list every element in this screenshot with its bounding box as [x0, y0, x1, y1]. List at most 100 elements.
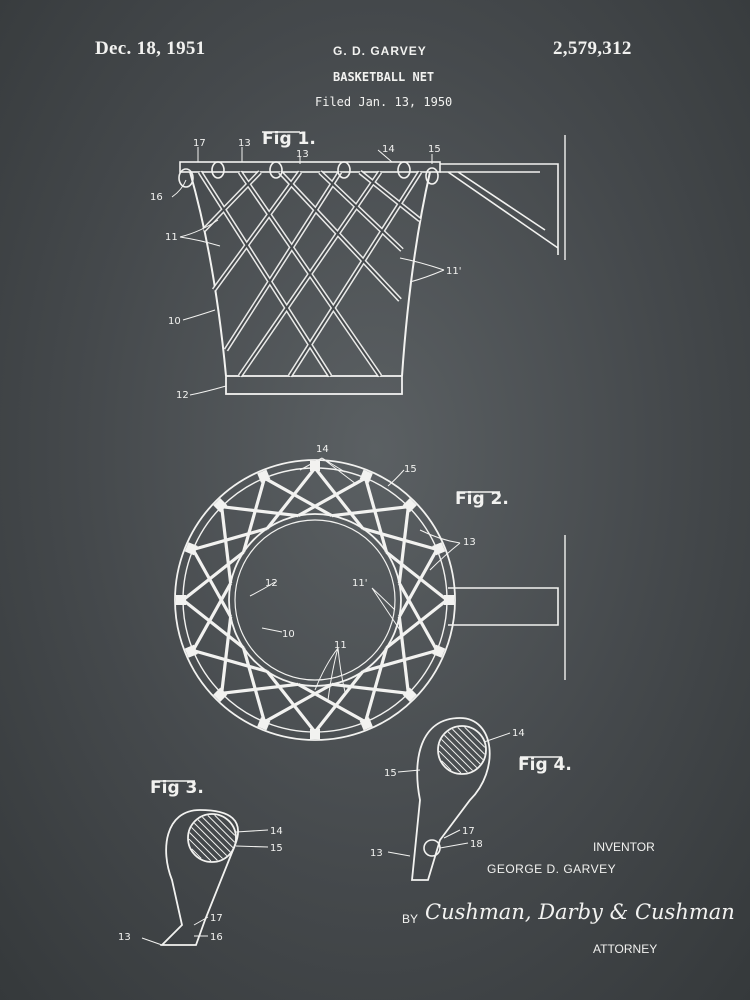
- fig2-label-10: 10: [282, 629, 295, 640]
- net-loop-knot: [257, 717, 271, 731]
- net-cord: [182, 598, 245, 650]
- section-hatch-line: [207, 815, 235, 843]
- patent-number: 2,579,312: [553, 38, 632, 59]
- section-hatch-line: [438, 750, 462, 774]
- fig4-rim-section: [437, 725, 487, 775]
- section-hatch-line: [194, 822, 228, 856]
- net-cord: [313, 467, 365, 530]
- inventor-name: GEORGE D. GARVEY: [487, 862, 617, 876]
- net-loop-knot: [213, 498, 228, 513]
- fig1-label-12: 12: [176, 390, 189, 401]
- fig1-rim: [179, 161, 441, 173]
- fig2-title: Fig 2.: [455, 489, 509, 509]
- filed-date: Filed Jan. 13, 1950: [315, 95, 453, 109]
- fig4-drawing: 14 15 17 18 13 Fig 4.: [370, 717, 572, 881]
- fig4-label-14: 14: [512, 728, 525, 739]
- net-loop-knot: [359, 717, 373, 731]
- fig1-title: Fig 1.: [262, 129, 316, 149]
- fig1-label-16: 16: [150, 192, 163, 203]
- net-cord: [192, 526, 268, 552]
- fig3-label-15: 15: [270, 843, 283, 854]
- net-cord: [397, 548, 439, 618]
- fig4-label-18: 18: [470, 839, 483, 850]
- fig1-label-14: 14: [382, 144, 395, 155]
- attorney-signature: Cushman, Darby & Cushman: [425, 900, 735, 924]
- net-cord: [297, 682, 367, 724]
- net-loop-knot: [184, 542, 198, 556]
- net-loop-knot: [176, 595, 186, 605]
- net-loop-knot: [184, 644, 198, 658]
- fig1-drawing: 17 13 13 14 15 16 11 11' 10 12 Fig 1.: [150, 129, 566, 401]
- net-loop-knot: [402, 687, 417, 702]
- section-hatch-line: [441, 739, 473, 771]
- fig1-label-15: 15: [428, 144, 441, 155]
- net-loop-knot: [402, 498, 417, 513]
- net-loop-knot: [213, 687, 228, 702]
- section-hatch-line: [202, 816, 234, 848]
- net-cord: [265, 467, 317, 530]
- net-loop-knot: [359, 469, 373, 483]
- net-cord: [263, 682, 333, 724]
- section-hatch-line: [464, 726, 486, 748]
- net-cord: [397, 506, 410, 584]
- net-cord: [331, 505, 409, 518]
- fig3-label-17: 17: [210, 913, 223, 924]
- fig2-label-13: 13: [463, 537, 476, 548]
- by-label: BY: [402, 912, 419, 926]
- fig4-label-13: 13: [370, 848, 383, 859]
- inventor-label: INVENTOR: [593, 840, 655, 854]
- fig2-label-14: 14: [316, 444, 329, 455]
- net-cord: [221, 682, 299, 695]
- fig2-label-11: 11: [334, 640, 347, 651]
- section-hatch-line: [191, 848, 202, 859]
- net-cord: [265, 670, 317, 733]
- section-hatch-line: [439, 744, 468, 773]
- fig1-label-13b: 13: [296, 149, 309, 160]
- fig2-label-15: 15: [404, 464, 417, 475]
- net-cord: [192, 648, 268, 674]
- section-hatch-line: [452, 728, 484, 760]
- fig4-label-17: 17: [462, 826, 475, 837]
- section-hatch-line: [197, 819, 231, 853]
- net-cord: [397, 616, 410, 694]
- fig2-inner-ring: [228, 513, 402, 687]
- net-loop-knot: [444, 595, 454, 605]
- section-hatch-line: [441, 760, 452, 771]
- patent-title: BASKETBALL NET: [333, 70, 435, 84]
- fig1-label-13a: 13: [238, 138, 251, 149]
- net-cord: [385, 598, 448, 650]
- fig3-label-16: 16: [210, 932, 223, 943]
- section-hatch-line: [444, 734, 478, 768]
- net-cord: [362, 648, 438, 674]
- fig3-label-14: 14: [270, 826, 283, 837]
- fig1-bracket: [440, 163, 559, 255]
- net-cord: [313, 670, 365, 733]
- patent-date: Dec. 18, 1951: [95, 38, 206, 59]
- fig4-label-15: 15: [384, 768, 397, 779]
- net-cord: [331, 682, 409, 695]
- net-loop-knot: [432, 542, 446, 556]
- net-cord: [241, 477, 267, 553]
- net-cord: [263, 476, 333, 518]
- net-cord: [241, 647, 267, 723]
- section-hatch-line: [188, 838, 212, 862]
- fig1-label-11: 11: [165, 232, 178, 243]
- fig1-label-17: 17: [193, 138, 206, 149]
- fig2-label-12: 12: [265, 578, 278, 589]
- fig3-drawing: 14 15 17 13 16 Fig 3.: [118, 778, 283, 946]
- net-loop-knot: [257, 469, 271, 483]
- fig1-net-bottom: [225, 375, 403, 395]
- net-cord: [362, 526, 438, 552]
- net-loop-knot: [310, 729, 320, 739]
- net-cord: [385, 550, 448, 602]
- fig2-drawing: 14 15 13 12 11' 10 11 Fig 2.: [174, 444, 566, 741]
- net-cord: [363, 647, 389, 723]
- attorney-label: ATTORNEY: [593, 942, 658, 956]
- net-cord: [363, 477, 389, 553]
- section-hatch-line: [189, 832, 218, 861]
- net-cord: [220, 616, 233, 694]
- net-cord: [182, 550, 245, 602]
- net-loop-knot: [432, 644, 446, 658]
- fig2-label-11prime: 11': [352, 578, 367, 589]
